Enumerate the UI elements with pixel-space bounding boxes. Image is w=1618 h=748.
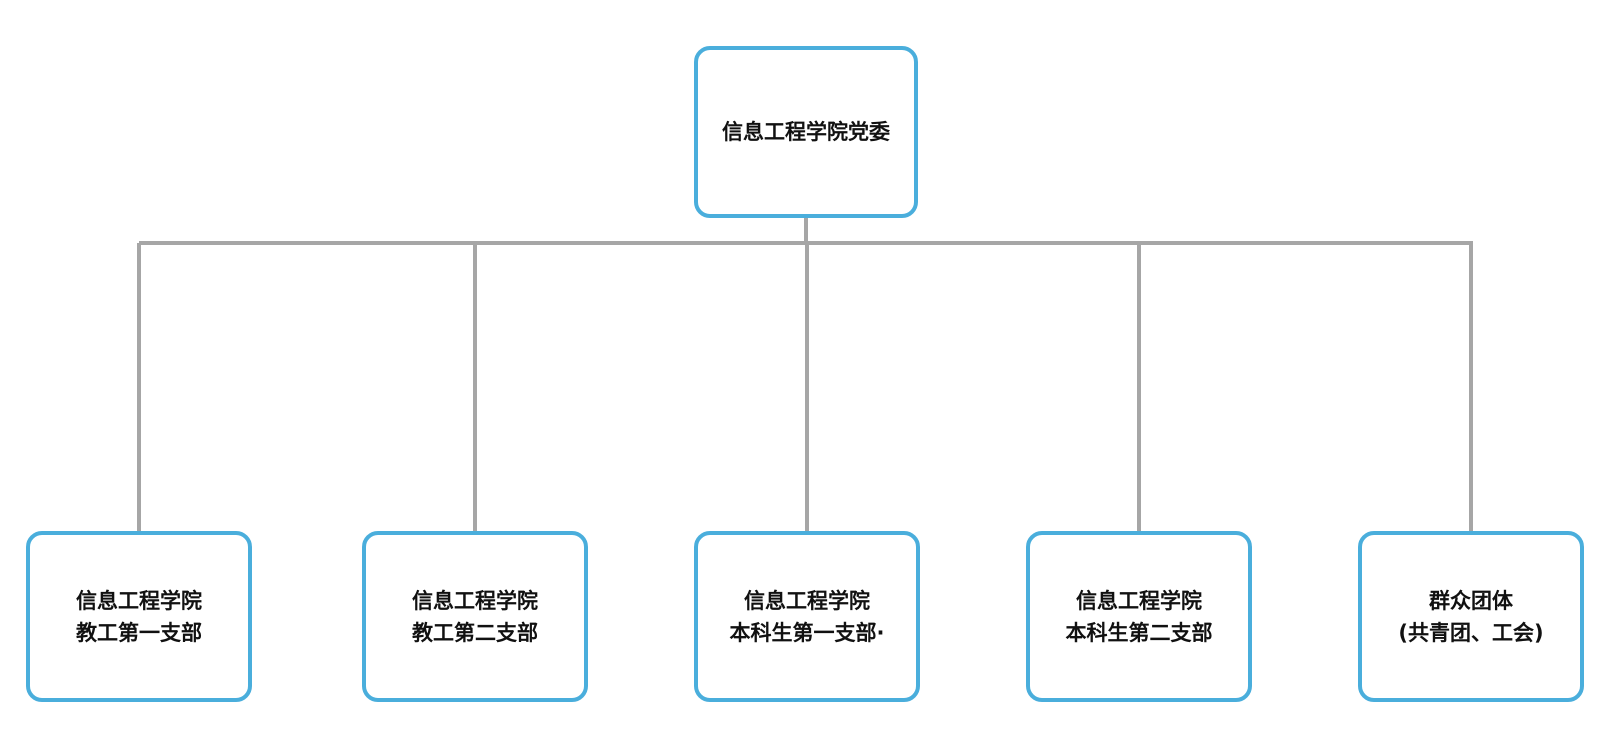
child-node-staff-branch-1: 信息工程学院 教工第一支部 [26,531,252,702]
child-node-mass-organizations: 群众团体 (共青团、工会) [1358,531,1584,702]
child-node-undergrad-branch-2: 信息工程学院 本科生第二支部 [1026,531,1252,702]
child-node-label: 信息工程学院 教工第二支部 [412,588,538,645]
root-node-label: 信息工程学院党委 [722,120,890,144]
child-node-staff-branch-2: 信息工程学院 教工第二支部 [362,531,588,702]
root-node: 信息工程学院党委 [694,46,918,218]
child-node-label: 信息工程学院 本科生第一支部· [729,588,885,645]
child-node-label: 群众团体 (共青团、工会) [1398,588,1544,645]
child-node-label: 信息工程学院 教工第一支部 [76,588,202,645]
child-node-label: 信息工程学院 本科生第二支部 [1065,588,1213,645]
child-node-undergrad-branch-1: 信息工程学院 本科生第一支部· [694,531,920,702]
